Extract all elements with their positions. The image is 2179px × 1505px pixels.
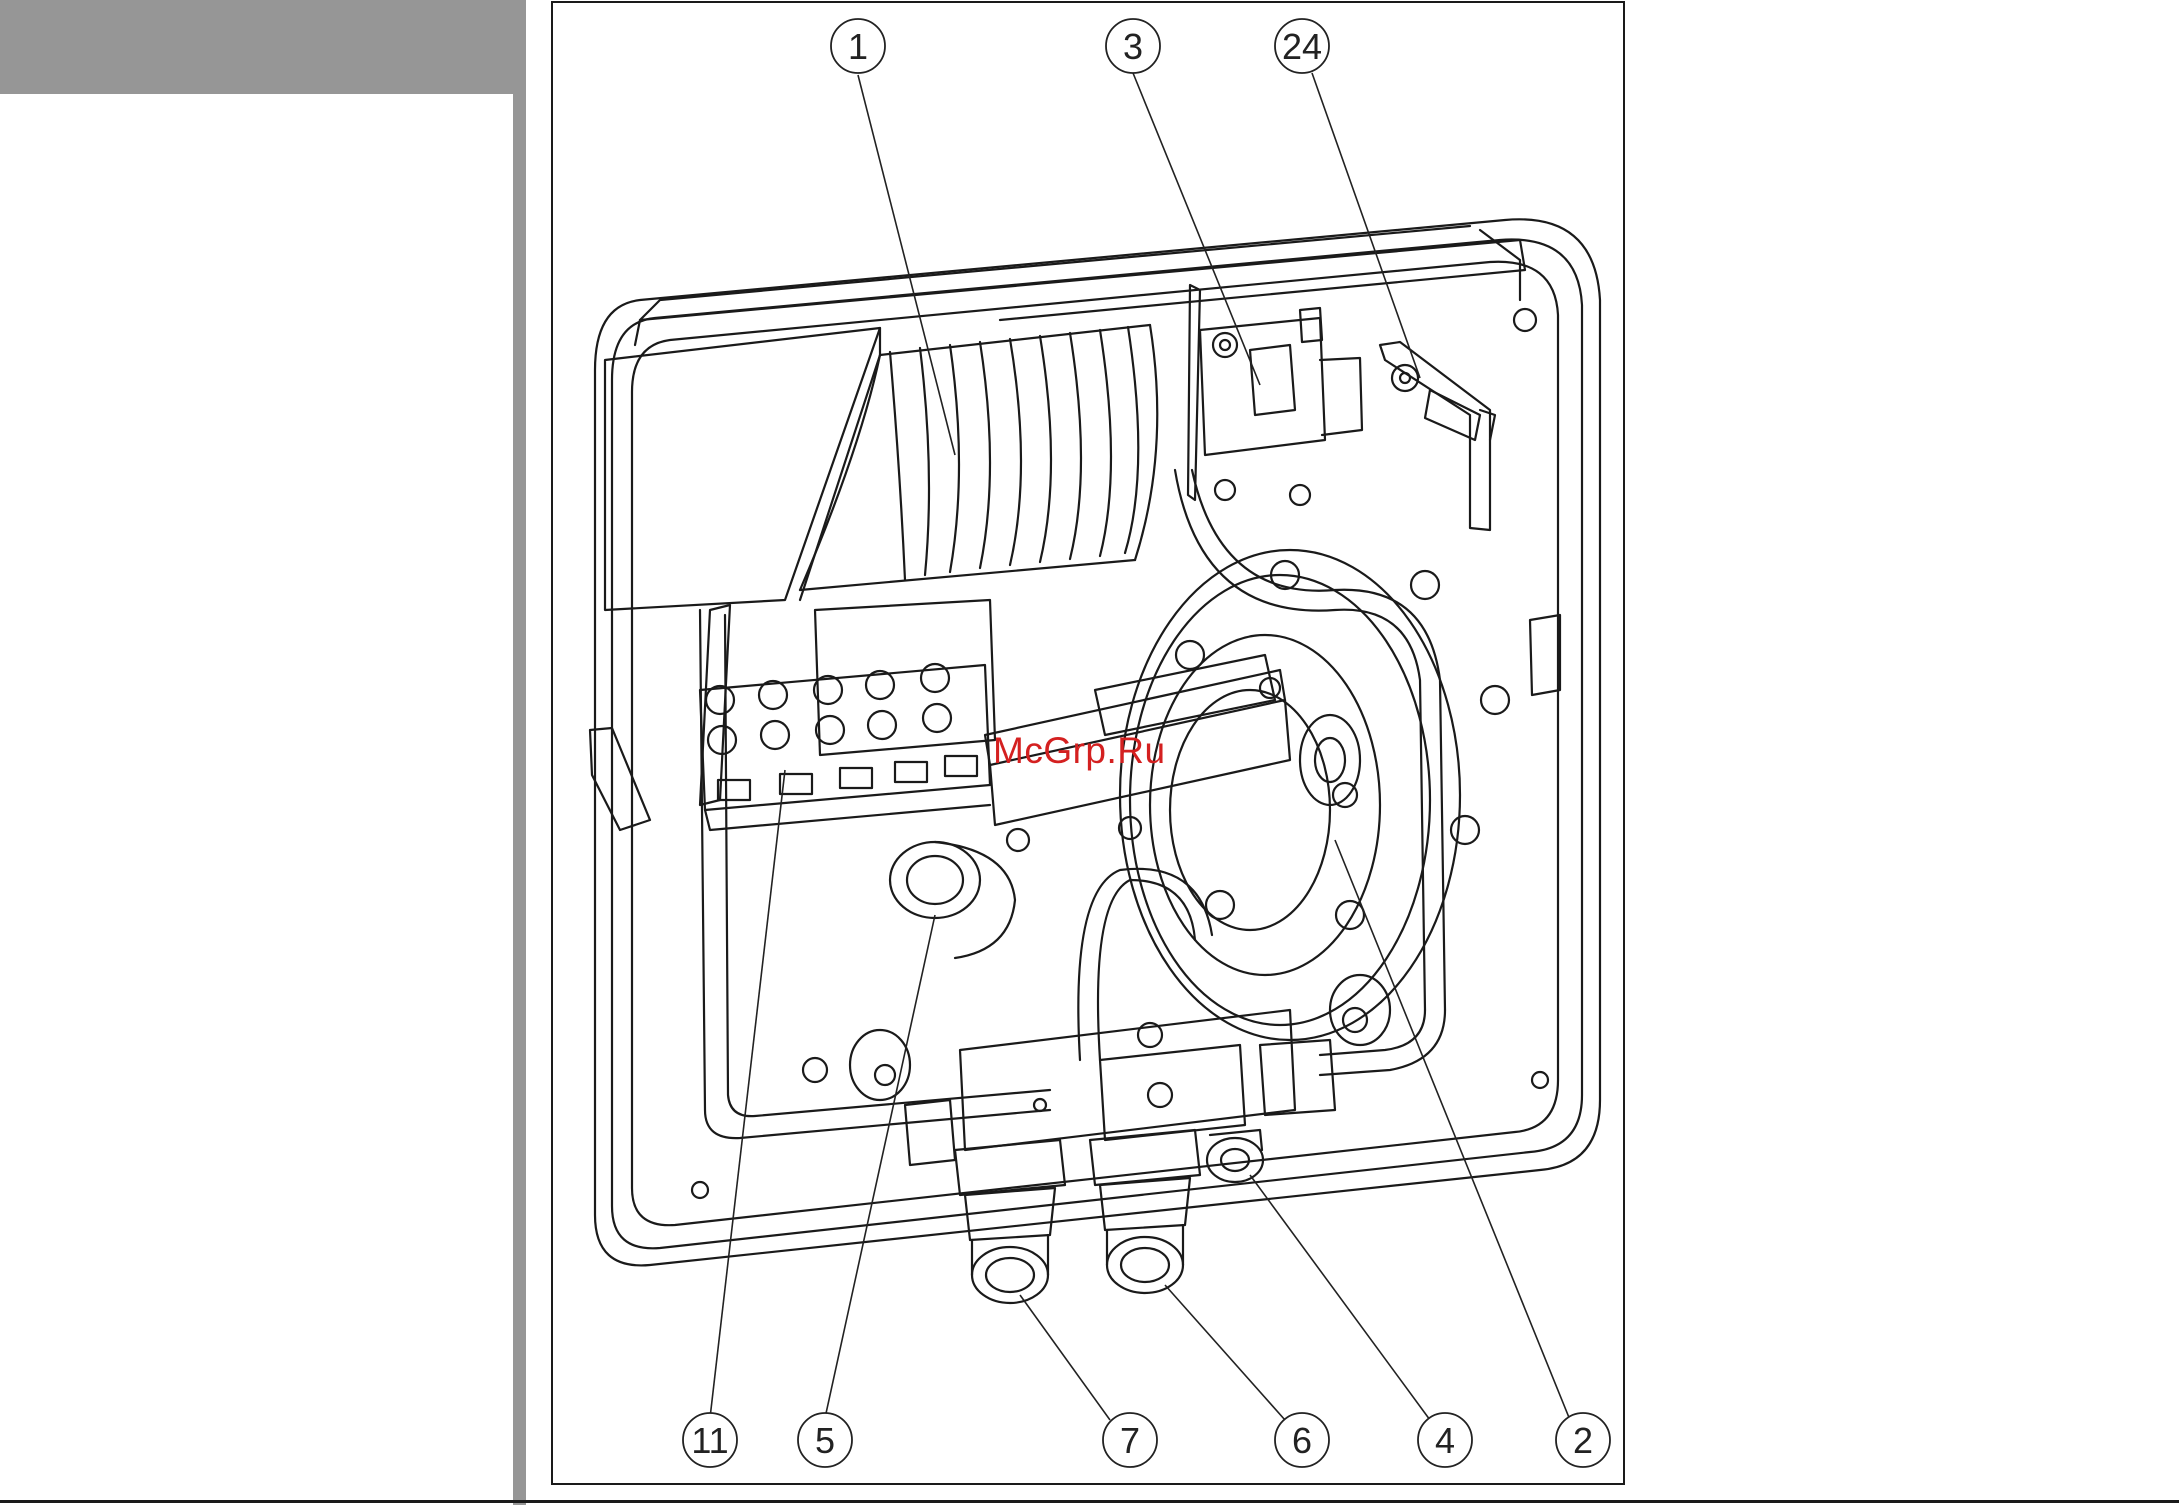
callout-4-label: 4 — [1435, 1420, 1455, 1461]
callout-24-label: 24 — [1282, 26, 1322, 67]
watermark-text: McGrp.Ru — [993, 730, 1166, 772]
callout-3-label: 3 — [1123, 26, 1143, 67]
callout-7-label: 7 — [1120, 1420, 1140, 1461]
callout-2: 2 — [1556, 1413, 1610, 1467]
water-pipe — [1175, 470, 1445, 1075]
drain-valve-4 — [1207, 1130, 1263, 1182]
callout-11: 11 — [683, 1413, 737, 1467]
callout-6: 6 — [1275, 1413, 1329, 1467]
water-connection-block — [803, 975, 1390, 1165]
heating-coil — [800, 325, 1157, 590]
terminal-block — [700, 600, 995, 830]
cable-gland — [890, 842, 1015, 958]
callout-24: 24 — [1275, 19, 1329, 73]
callout-11-label: 11 — [691, 1420, 728, 1461]
callout-1: 1 — [831, 19, 885, 73]
callout-5-label: 5 — [815, 1420, 835, 1461]
callout-4: 4 — [1418, 1413, 1472, 1467]
callout-2-label: 2 — [1573, 1420, 1593, 1461]
callout-6-label: 6 — [1292, 1420, 1312, 1461]
callout-5: 5 — [798, 1413, 852, 1467]
callout-3: 3 — [1106, 19, 1160, 73]
inner-pipe-left — [700, 610, 1212, 1138]
callout-7: 7 — [1103, 1413, 1157, 1467]
sensor-24 — [1380, 342, 1495, 530]
thermostat-assembly — [1188, 285, 1362, 505]
top-bracket — [605, 240, 1525, 610]
flange-heating-element — [1120, 550, 1509, 1040]
callout-1-label: 1 — [848, 26, 868, 67]
